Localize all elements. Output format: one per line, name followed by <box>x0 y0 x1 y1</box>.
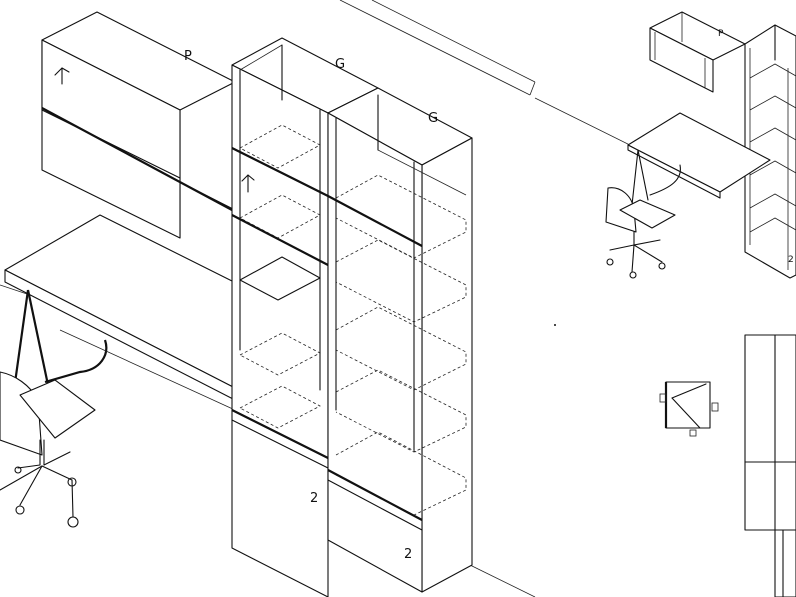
plan-view-small <box>659 381 719 437</box>
small-unit-drawer-label: 2 <box>788 255 794 265</box>
bookcase-left: G 2 <box>231 37 379 597</box>
bookcase-right: G 2 <box>327 87 473 593</box>
drawer-right-label: 2 <box>404 547 412 562</box>
office-chair <box>0 371 96 528</box>
drawer-left-label: 2 <box>310 491 318 506</box>
arrow-up-icon <box>54 67 70 85</box>
wall-cabinet: P <box>41 11 236 239</box>
arrow-up-icon <box>241 174 255 193</box>
plan-view-wall <box>744 334 796 597</box>
small-unit-top-label: P <box>718 29 724 39</box>
overview-isometric: P 2 <box>605 11 796 279</box>
mark-dot <box>554 324 556 326</box>
wall-cabinet-label: P <box>184 49 192 64</box>
bookcase-left-label: G <box>335 57 345 72</box>
bookcase-right-label: G <box>428 111 438 126</box>
